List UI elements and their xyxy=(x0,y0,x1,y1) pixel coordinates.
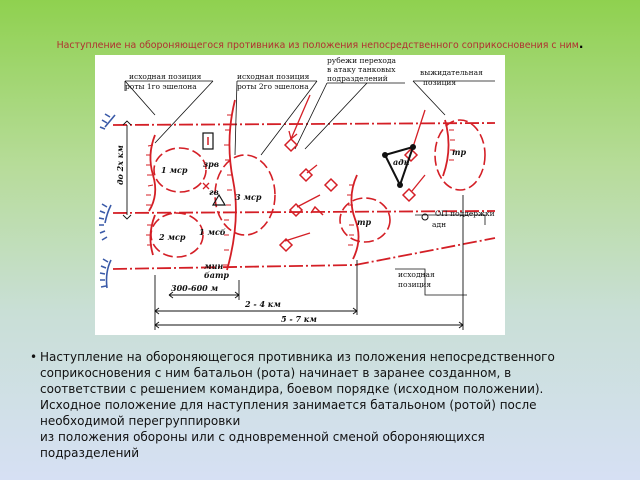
label-distance-3: 5 - 7 км xyxy=(281,314,317,324)
label-mbatr-line1: мин xyxy=(204,261,223,271)
label-gv: гв xyxy=(209,187,219,197)
label-pos1-line1: исходная позиция xyxy=(129,72,202,81)
slide-title-text: Наступление на обороняющегося противника… xyxy=(56,40,579,51)
slide-title-end: . xyxy=(578,37,584,51)
body-paragraph: Наступление на обороняющегося противника… xyxy=(40,349,620,461)
body-line-5: необходимой перегруппировки xyxy=(40,414,241,428)
oval-tr2 xyxy=(339,197,391,243)
label-mbatr-line2: батр xyxy=(204,270,229,280)
small-symbols xyxy=(202,132,429,221)
position-ticks xyxy=(146,114,455,266)
slide-body: • Наступление на обороняющегося противни… xyxy=(30,349,620,461)
label-op: ОП поддержки xyxy=(435,209,495,218)
bullet-marker: • xyxy=(30,350,38,364)
attack-arrows xyxy=(284,94,426,242)
boundary-bottom xyxy=(112,237,496,270)
label-2mcr: 2 мср xyxy=(158,232,186,242)
oval-1mcr xyxy=(153,147,207,193)
boundary-lines xyxy=(112,122,496,270)
label-rub-line2: в атаку танковых xyxy=(327,65,396,74)
label-3mcr: 3 мср xyxy=(235,192,262,202)
body-line-7: подразделений xyxy=(40,446,140,460)
label-1msb: 1 мсб xyxy=(199,227,226,237)
boundary-top xyxy=(112,122,496,126)
artillery-triangle: адн xyxy=(382,144,416,188)
label-pos2-line2: роты 2го эшелона xyxy=(237,82,309,91)
dimension-lines xyxy=(122,120,464,330)
label-1mcr: 1 мср xyxy=(161,165,188,175)
boundary-middle xyxy=(112,210,496,214)
label-vyzh-line1: выжидательная xyxy=(420,68,483,77)
label-adn: адн xyxy=(393,157,410,167)
label-pos2-line1: исходная позиция xyxy=(237,72,310,81)
tactical-diagram: исходная позиция роты 1го эшелона исходн… xyxy=(95,55,505,335)
label-distance-2: 2 - 4 км xyxy=(244,299,281,309)
label-do2km: до 2х км xyxy=(115,145,125,185)
body-line-1: Наступление на обороняющегося противника… xyxy=(40,350,555,364)
label-rub-line3: подразделений xyxy=(327,74,388,83)
body-line-6: из положения обороны или с одновременной… xyxy=(40,430,485,444)
oval-2mcr xyxy=(150,212,204,258)
label-start-line2: позиция xyxy=(398,280,431,289)
diagram-svg: исходная позиция роты 1го эшелона исходн… xyxy=(98,56,496,330)
body-line-3: соответствии с решением командира, боево… xyxy=(40,382,544,396)
callout-lines xyxy=(124,80,495,296)
label-zrv: зрв xyxy=(203,159,219,169)
label-rub-line1: рубежи перехода xyxy=(327,56,396,65)
body-line-4: Исходное положение для наступления заним… xyxy=(40,398,537,412)
enemy-front-line xyxy=(98,113,116,289)
position-lines xyxy=(148,99,450,271)
label-tr2: тр xyxy=(357,217,371,227)
label-tr1: тр xyxy=(452,147,466,157)
slide-title: Наступление на обороняющегося противника… xyxy=(0,37,640,51)
body-line-2: соприкосновения с ним батальон (рота) на… xyxy=(40,366,512,380)
label-pos1-line2: роты 1го эшелона xyxy=(125,82,197,91)
label-distance-1: 300-600 м xyxy=(171,283,219,293)
unit-ovals xyxy=(150,119,486,258)
oval-3mcr xyxy=(214,154,276,236)
oval-tr1 xyxy=(434,119,486,191)
tank-symbols xyxy=(278,137,419,253)
label-adn2: адн xyxy=(432,220,446,229)
label-vyzh-line2: позиция xyxy=(423,78,456,87)
label-start-line1: исходная xyxy=(398,270,435,279)
